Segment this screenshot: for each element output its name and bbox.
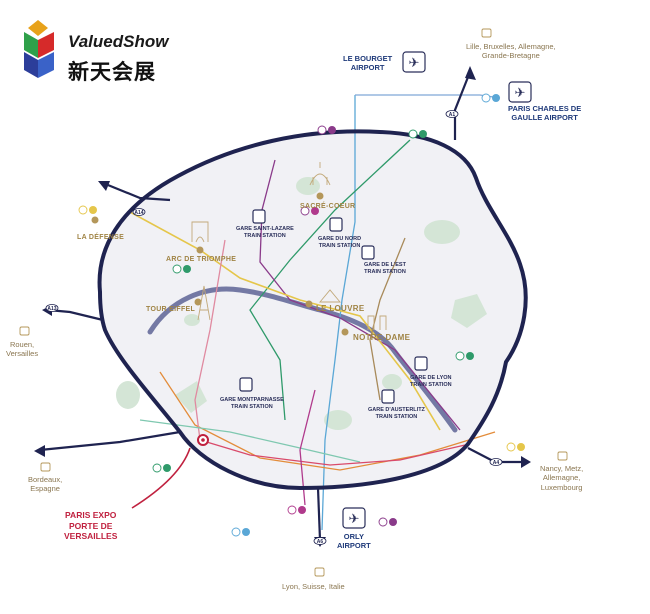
arrow-east xyxy=(521,456,531,468)
label-city-east: Nancy, Metz, Allemagne, Luxembourg xyxy=(540,464,584,492)
label-station-est: GARE DE L'EST TRAIN STATION xyxy=(364,262,406,275)
label-la-defense: LA DÉFENSE xyxy=(77,234,125,241)
bus-icon-west xyxy=(19,326,30,336)
bus-icon-south xyxy=(314,567,325,577)
label-airport-orly: ORLY AIRPORT xyxy=(337,532,371,551)
station-icons xyxy=(239,209,428,404)
plane-icon-bourget: ✈ xyxy=(409,55,420,70)
brand-logo-icon xyxy=(24,20,54,78)
brand-name-en: ValuedShow xyxy=(68,32,169,51)
arrow-northwest xyxy=(98,181,110,191)
label-city-southwest: Bordeaux, Espagne xyxy=(28,475,63,494)
train-icon-austerlitz xyxy=(381,389,395,404)
label-arc: ARC DE TRIOMPHE xyxy=(166,256,237,263)
train-icon-nord xyxy=(329,217,343,232)
label-station-montparnasse: GARE MONTPARNASSE TRAIN STATION xyxy=(220,397,284,410)
bus-icon-north xyxy=(481,28,492,38)
line-brown xyxy=(369,237,406,401)
landmark-pins xyxy=(91,192,349,336)
pin-eiffel xyxy=(194,298,202,306)
train-icon-est xyxy=(361,245,375,260)
label-sacre-coeur: SACRÉ-COEUR xyxy=(300,203,356,210)
motorway-a6 xyxy=(316,487,322,541)
label-city-west: Rouen, Versailles xyxy=(6,340,39,359)
plane-icon-orly: ✈ xyxy=(349,511,360,526)
bus-icon-southwest xyxy=(40,462,51,472)
line-blue-cdg xyxy=(355,94,501,99)
venue-pointer-line xyxy=(131,447,191,509)
line-green xyxy=(249,139,411,421)
label-louvre: LE LOUVRE xyxy=(316,304,365,313)
brand-name-cn: 新天会展 xyxy=(68,60,156,84)
line-pink xyxy=(194,239,226,441)
train-icon-montparnasse xyxy=(239,377,253,392)
pin-arc xyxy=(196,246,204,254)
airport-icon-orly xyxy=(342,507,366,529)
road-badges: A1 A14 A13 A4 A6 xyxy=(45,110,503,545)
plane-icon-cdg: ✈ xyxy=(515,85,526,100)
seine-river xyxy=(147,286,458,433)
pin-la-defense xyxy=(91,216,99,224)
label-station-st-lazare: GARE SAINT-LAZARE TRAIN STATION xyxy=(236,226,294,239)
label-notre-dame: NOTRE-DAME xyxy=(353,333,411,342)
label-station-nord: GARE DU NORD TRAIN STATION xyxy=(318,236,362,249)
arrow-north xyxy=(465,66,476,80)
label-venue[interactable]: PARIS EXPO PORTE DE VERSAILLES xyxy=(64,510,118,542)
ring-road xyxy=(97,129,528,491)
train-icon-lyon xyxy=(414,356,428,371)
label-tour-eiffel: TOUR EIFFEL xyxy=(146,306,196,313)
notre-dame-drawing-icon xyxy=(367,315,387,330)
pin-sacre-coeur xyxy=(316,192,324,200)
train-icon-st-lazare xyxy=(252,209,266,224)
bus-icon-east xyxy=(557,451,568,461)
road-a13-label: A13 xyxy=(47,306,56,312)
pin-notre-dame xyxy=(341,328,349,336)
label-station-austerlitz: GARE D'AUSTERLITZ TRAIN STATION xyxy=(368,407,425,420)
louvre-drawing-icon xyxy=(319,289,341,303)
airport-icons: ✈ ✈ ✈ xyxy=(342,51,532,529)
bus-icons xyxy=(19,28,568,577)
eiffel-drawing-icon xyxy=(197,285,211,321)
metro-badges xyxy=(78,93,525,537)
airport-icon-bourget xyxy=(402,51,426,73)
brand-logo[interactable]: ValuedShow 新天会展 xyxy=(18,12,193,84)
line-orange xyxy=(159,371,496,471)
road-a4-label: A4 xyxy=(493,460,500,466)
road-a6-label: A6 xyxy=(317,539,324,545)
label-city-south: Lyon, Suisse, Italie xyxy=(282,582,345,591)
line-red xyxy=(199,439,466,466)
airport-icon-cdg xyxy=(508,81,532,103)
motorway-a1 xyxy=(453,71,472,140)
arc-drawing-icon xyxy=(191,221,209,243)
sacre-coeur-drawing-icon xyxy=(309,162,331,186)
label-city-north: Lille, Bruxelles, Allemagne, Grande-Bret… xyxy=(466,42,556,61)
pin-louvre xyxy=(305,300,313,308)
label-airport-cdg: PARIS CHARLES DE GAULLE AIRPORT xyxy=(508,104,582,123)
rer-b-line xyxy=(321,95,356,531)
road-a14-label: A14 xyxy=(134,210,143,216)
label-station-lyon: GARE DE LYON TRAIN STATION xyxy=(410,375,452,388)
label-airport-bourget: LE BOURGET AIRPORT xyxy=(343,54,393,73)
motorway-sw xyxy=(39,430,181,452)
landmark-drawings xyxy=(191,162,387,330)
motorway-a14 xyxy=(102,181,171,202)
road-a1-label: A1 xyxy=(449,112,456,118)
parks xyxy=(116,177,487,430)
arrow-southwest xyxy=(34,445,45,457)
line-teal xyxy=(139,419,361,463)
